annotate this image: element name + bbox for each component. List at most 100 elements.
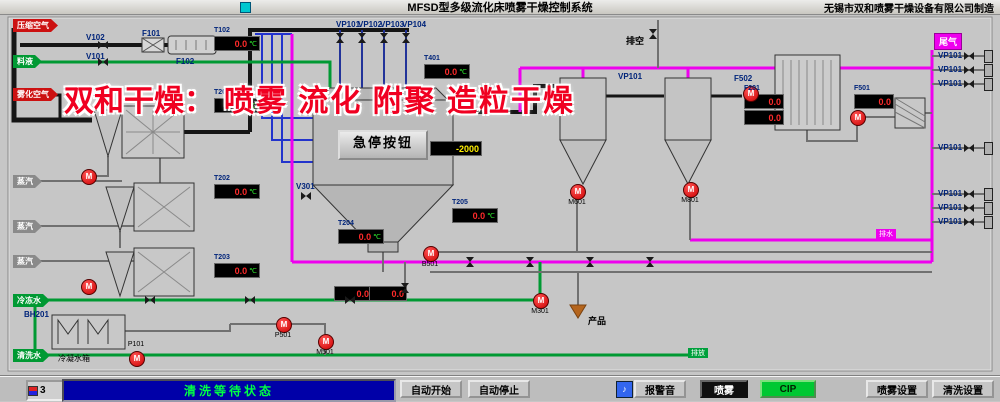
equipment-tag: F102 <box>176 57 195 66</box>
valve-icon[interactable] <box>964 66 974 74</box>
value-display: 0.0℃ <box>338 229 384 244</box>
diagram-label: 产品 <box>588 316 607 326</box>
equipment-tag: VP101 <box>336 20 361 29</box>
bag-filter-stage-1[interactable] <box>93 105 185 159</box>
valve-icon[interactable] <box>466 257 474 267</box>
fan-motor-icon[interactable]: M <box>81 169 97 185</box>
valve-icon[interactable] <box>301 192 311 200</box>
stream-label: 冷冻水 <box>13 294 50 307</box>
auto-stop-button[interactable]: 自动停止 <box>468 380 530 398</box>
valve-icon[interactable] <box>98 41 108 49</box>
pipe-end-cap <box>984 188 993 201</box>
equipment-tag: BH201 <box>24 310 49 319</box>
magenta-pipes <box>290 34 934 264</box>
fan-tag: M601 <box>568 199 586 206</box>
alarm-icon[interactable]: ♪ <box>616 381 633 398</box>
valve-icon[interactable] <box>646 257 654 267</box>
pipe-end-cap <box>984 142 993 155</box>
valve-icon[interactable] <box>98 58 108 66</box>
fan-motor-icon[interactable]: M <box>683 182 699 198</box>
fan-motor-icon[interactable]: M <box>743 86 759 102</box>
fan-motor-icon[interactable]: M <box>318 334 334 350</box>
stream-label: 蒸汽 <box>13 175 42 188</box>
cip-pipes <box>255 33 313 163</box>
cyclone-2[interactable] <box>664 77 712 186</box>
stream-label: 料液 <box>13 55 42 68</box>
cip-button[interactable]: CIP <box>760 380 816 398</box>
bag-filter-stage-2[interactable] <box>105 182 195 233</box>
valve-tag: VP101 <box>938 217 963 226</box>
valve-icon[interactable] <box>345 296 355 304</box>
valve-icon[interactable] <box>145 296 155 304</box>
spray-settings-button[interactable]: 喷雾设置 <box>866 380 928 398</box>
value-display: -2000 <box>430 141 482 156</box>
fan-motor-icon[interactable]: M <box>533 293 549 309</box>
value-display: 0.0℃ <box>424 64 470 79</box>
pipe-end-cap <box>984 50 993 63</box>
valve-icon[interactable] <box>964 144 974 152</box>
valve-icon[interactable] <box>358 33 366 43</box>
valve-icon[interactable] <box>586 257 594 267</box>
bag-filter-stage-3[interactable] <box>105 247 195 298</box>
spray-button[interactable]: 喷雾 <box>700 380 748 398</box>
alarm-sound-button[interactable]: 报警音 <box>634 380 686 398</box>
diagram-label: 排空 <box>626 36 645 46</box>
pipe-end-cap <box>984 78 993 91</box>
equipment-tag: F101 <box>142 29 161 38</box>
equipment-tag: V102 <box>86 33 105 42</box>
fan-motor-icon[interactable]: M <box>81 279 97 295</box>
value-display: 0.0 <box>369 286 407 301</box>
valve-icon[interactable] <box>402 33 410 43</box>
equipment-tag: VP104 <box>402 20 427 29</box>
valve-icon[interactable] <box>964 204 974 212</box>
window-title: MFSD型多级流化床喷雾干燥控制系统 <box>407 2 593 14</box>
value-display: 0.0℃ <box>452 208 498 223</box>
valve-tag: VP101 <box>938 51 963 60</box>
valve-tag: VP101 <box>938 203 963 212</box>
valve-icon[interactable] <box>401 283 409 293</box>
valve-icon[interactable] <box>964 218 974 226</box>
auto-start-button[interactable]: 自动开始 <box>400 380 462 398</box>
control-bar: 3 清洗等待状态 ♪ 自动开始自动停止 报警音喷雾 CIP 喷雾设置清洗设置 <box>0 376 1000 402</box>
condenser[interactable] <box>774 54 841 131</box>
page-indicator[interactable]: 3 <box>26 380 64 401</box>
fan-motor-icon[interactable]: M <box>850 110 866 126</box>
clean-settings-button[interactable]: 清洗设置 <box>932 380 994 398</box>
valve-icon[interactable] <box>964 80 974 88</box>
value-display: 0.0 <box>854 94 894 109</box>
air-heater-f102[interactable] <box>167 35 217 55</box>
stream-label: 蒸汽 <box>13 255 42 268</box>
app-icon <box>240 2 251 13</box>
status-text: 清洗等待状态 <box>183 384 274 398</box>
fan-tag: P501 <box>274 332 292 339</box>
manufacturer-label: 无锡市双和喷雾干燥设备有限公司制造 <box>824 3 994 15</box>
emergency-stop-button[interactable]: 急停按钮 <box>338 130 428 160</box>
bh201-unit[interactable] <box>51 314 126 350</box>
main-dryer-vessel[interactable] <box>311 87 455 253</box>
cyclone-1[interactable] <box>559 77 607 186</box>
valve-icon[interactable] <box>964 190 974 198</box>
indicator-icon <box>28 385 38 396</box>
valve-icon[interactable] <box>336 33 344 43</box>
equipment-tag: F502 <box>734 74 753 83</box>
value-display: 0.0 <box>744 110 784 125</box>
fan-motor-icon[interactable]: M <box>423 246 439 262</box>
valve-icon[interactable] <box>526 257 534 267</box>
equipment-tag: VP103 <box>380 20 405 29</box>
display-tag: T205 <box>452 199 468 206</box>
value-display: 0.0℃ <box>214 36 260 51</box>
fan-motor-icon[interactable]: M <box>570 184 586 200</box>
equipment-tag: VP101 <box>618 72 643 81</box>
display-tag: T401 <box>424 55 440 62</box>
valve-icon[interactable] <box>245 296 255 304</box>
valve-icon[interactable] <box>964 52 974 60</box>
valve-tag: VP101 <box>938 79 963 88</box>
fan-motor-icon[interactable]: M <box>276 317 292 333</box>
valve-icon[interactable] <box>380 33 388 43</box>
fan-motor-icon[interactable]: M <box>129 351 145 367</box>
valve-icon[interactable] <box>649 29 657 39</box>
intake-fan-f101[interactable] <box>141 37 165 53</box>
exhaust-filter-box[interactable] <box>894 97 926 129</box>
